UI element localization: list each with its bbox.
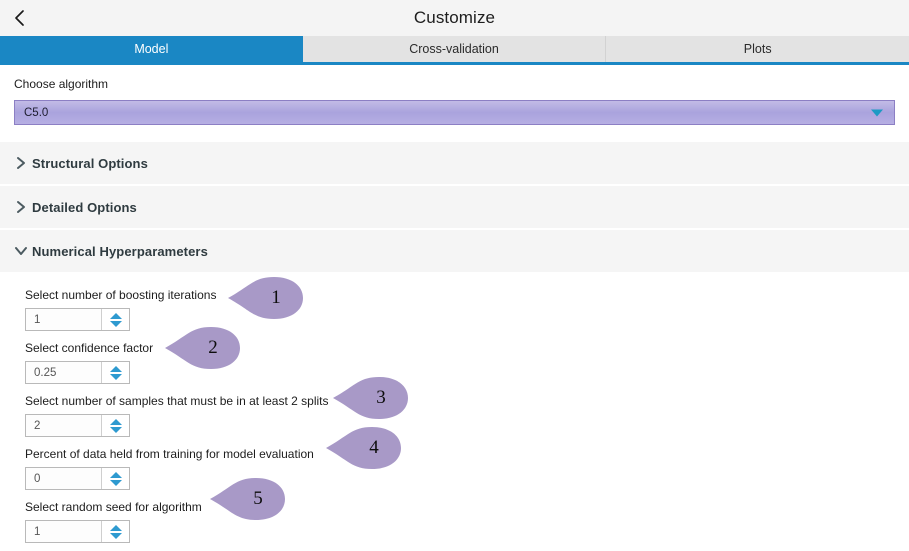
spin-up-icon[interactable]	[109, 471, 122, 478]
holdout-percent-value[interactable]: 0	[26, 468, 101, 489]
spin-down-icon[interactable]	[109, 479, 122, 486]
field-boosting-iterations: Select number of boosting iterations 1	[0, 286, 909, 331]
options-accordion: Structural Options Detailed Options Nume…	[0, 142, 909, 543]
field-random-seed-label: Select random seed for algorithm	[25, 500, 202, 514]
spin-up-icon[interactable]	[109, 365, 122, 372]
boosting-iterations-spin-buttons[interactable]	[101, 309, 129, 330]
algorithm-select[interactable]: C5.0	[14, 100, 895, 125]
field-holdout-percent-label: Percent of data held from training for m…	[25, 447, 314, 461]
spin-down-icon[interactable]	[109, 320, 122, 327]
field-min-samples-split-label: Select number of samples that must be in…	[25, 394, 329, 408]
random-seed-value[interactable]: 1	[26, 521, 101, 542]
page-title: Customize	[413, 8, 496, 27]
field-holdout-percent: Percent of data held from training for m…	[0, 445, 909, 490]
min-samples-split-value[interactable]: 2	[26, 415, 101, 436]
spin-down-icon[interactable]	[109, 373, 122, 380]
field-min-samples-split: Select number of samples that must be in…	[0, 392, 909, 437]
field-boosting-iterations-label: Select number of boosting iterations	[25, 288, 217, 302]
algorithm-label: Choose algorithm	[14, 77, 109, 91]
boosting-iterations-stepper[interactable]: 1	[25, 308, 130, 331]
random-seed-stepper[interactable]: 1	[25, 520, 130, 543]
min-samples-split-spin-buttons[interactable]	[101, 415, 129, 436]
spin-down-icon[interactable]	[109, 426, 122, 433]
spin-up-icon[interactable]	[109, 418, 122, 425]
tab-plots[interactable]: Plots	[606, 36, 909, 62]
section-structural-options[interactable]: Structural Options	[0, 142, 909, 186]
section-numerical-hyperparameters-label: Numerical Hyperparameters	[32, 243, 208, 259]
algorithm-selected-value: C5.0	[24, 106, 49, 119]
tab-model[interactable]: Model	[0, 36, 303, 62]
confidence-factor-value[interactable]: 0.25	[26, 362, 101, 383]
holdout-percent-spin-buttons[interactable]	[101, 468, 129, 489]
tab-strip: Model Cross-validation Plots	[0, 36, 909, 65]
chevron-down-icon	[871, 109, 883, 116]
min-samples-split-stepper[interactable]: 2	[25, 414, 130, 437]
section-structural-options-label: Structural Options	[32, 155, 148, 171]
confidence-factor-spin-buttons[interactable]	[101, 362, 129, 383]
numerical-hyperparameters-body: Select number of boosting iterations 1 S…	[0, 274, 909, 543]
tab-cross-validation[interactable]: Cross-validation	[302, 36, 607, 62]
spin-up-icon[interactable]	[109, 312, 122, 319]
chevron-right-icon	[10, 200, 32, 214]
section-detailed-options-label: Detailed Options	[32, 199, 137, 215]
tab-cross-validation-label: Cross-validation	[409, 42, 499, 56]
algorithm-chooser: Choose algorithm C5.0	[0, 65, 909, 125]
field-confidence-factor: Select confidence factor 0.25	[0, 339, 909, 384]
random-seed-spin-buttons[interactable]	[101, 521, 129, 542]
title-bar: Customize	[0, 0, 909, 36]
chevron-right-icon	[10, 156, 32, 170]
chevron-down-icon	[10, 246, 32, 256]
confidence-factor-stepper[interactable]: 0.25	[25, 361, 130, 384]
section-detailed-options[interactable]: Detailed Options	[0, 186, 909, 230]
field-random-seed: Select random seed for algorithm 1	[0, 498, 909, 543]
back-button[interactable]	[0, 0, 40, 36]
tab-plots-label: Plots	[743, 42, 772, 56]
spin-up-icon[interactable]	[109, 524, 122, 531]
tab-model-label: Model	[134, 42, 169, 56]
holdout-percent-stepper[interactable]: 0	[25, 467, 130, 490]
boosting-iterations-value[interactable]: 1	[26, 309, 101, 330]
spin-down-icon[interactable]	[109, 532, 122, 539]
back-chevron-icon	[14, 9, 26, 27]
section-numerical-hyperparameters[interactable]: Numerical Hyperparameters	[0, 230, 909, 274]
field-confidence-factor-label: Select confidence factor	[25, 341, 154, 355]
